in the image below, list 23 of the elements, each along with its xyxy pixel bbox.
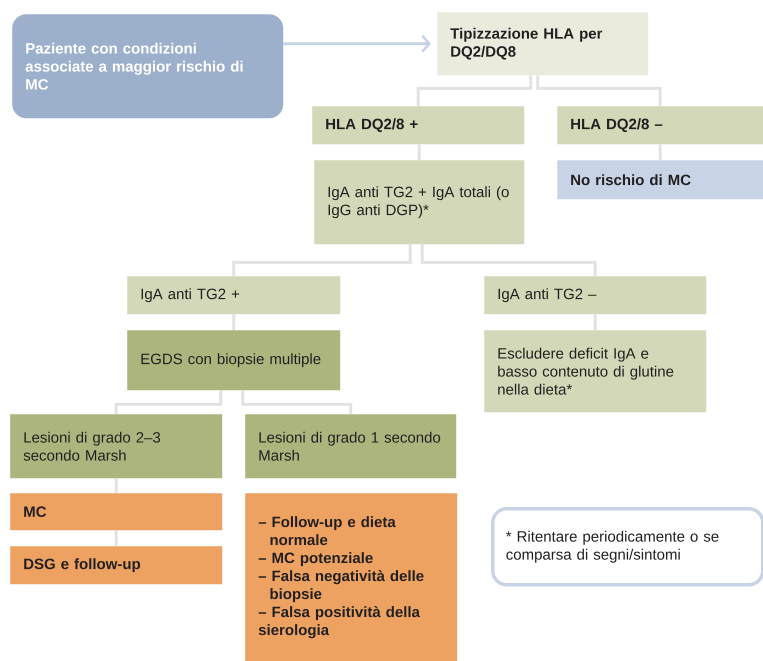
result-box: Lesioni di grado 2–3 secondo Marsh [10,414,222,478]
connector-line [416,75,532,106]
connector-line [232,244,412,276]
connector-line [420,244,597,276]
connector-line [536,75,662,106]
connector-line [114,390,222,414]
process-box: Escludere deficit IgA e basso contenuto di glutine nella dieta* [484,330,706,412]
process-box: EGDS con biopsie multiple [127,330,340,390]
connector-line [241,390,352,414]
process-box: IgA anti TG2 + IgA totali (o IgG anti DGP)* [314,160,524,244]
outcome-box: – Follow-up e dieta normale – MC potenziale – Falsa negatività delle biopsie – Falsa positività della sierologia [245,493,458,661]
arrow [283,34,431,53]
result-box: No rischio di MC [557,160,763,200]
start-box: Paziente con condizioni associate a maggior rischio di MC [12,14,284,118]
process-box: Tipizzazione HLA per DQ2/DQ8 [437,12,648,76]
result-box: HLA DQ2/8 – [557,106,763,144]
outcome-box: MC [10,493,222,530]
outcome-box: DSG e follow-up [10,546,222,584]
result-box: IgA anti TG2 – [484,276,706,314]
note-box: * Ritentare periodicamente o se comparsa di segni/sintomi [491,507,763,586]
result-box: Lesioni di grado 1 secondo Marsh [245,414,456,478]
result-box: IgA anti TG2 + [127,276,340,314]
result-box: HLA DQ2/8 + [312,106,524,144]
